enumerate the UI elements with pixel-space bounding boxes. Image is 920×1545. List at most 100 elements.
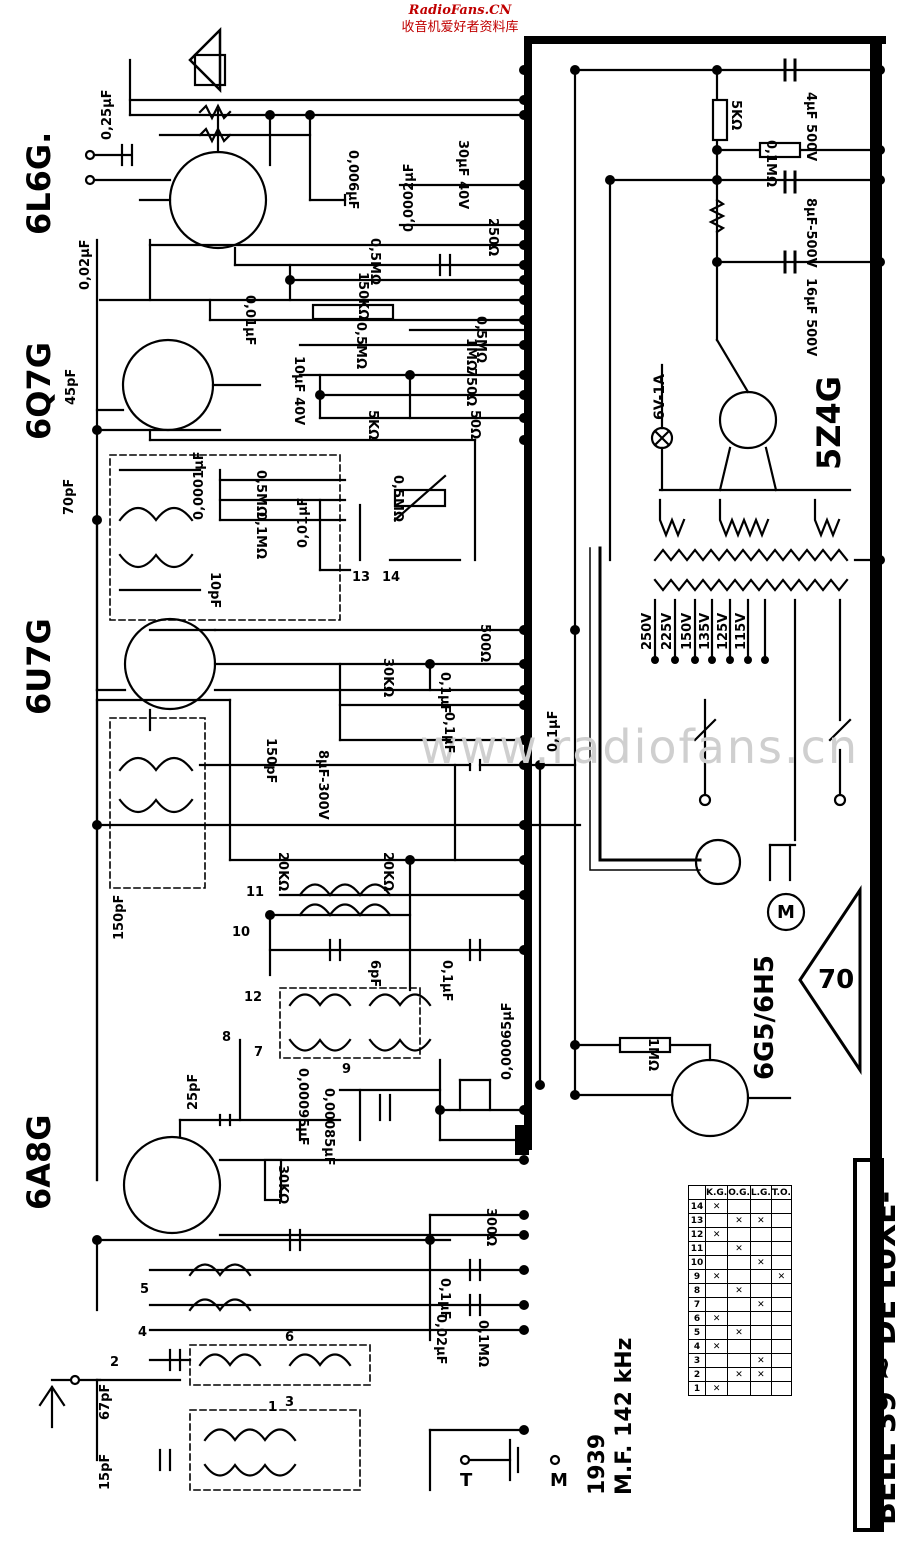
comp-45pf: 45pF bbox=[64, 368, 79, 405]
switch-num-4: 4 bbox=[138, 1325, 148, 1340]
comp-30uf-40v: 30µF 40V bbox=[455, 140, 470, 210]
col-label: 11 bbox=[688, 1241, 706, 1256]
col-label: 4 bbox=[688, 1339, 706, 1354]
comp-6pf: 6pF bbox=[367, 960, 382, 988]
comp-0-5m-e: 0,5MΩ bbox=[390, 475, 405, 523]
col-label: 12 bbox=[688, 1227, 706, 1242]
badge-number: 70 bbox=[818, 965, 855, 995]
col-label: 5 bbox=[688, 1325, 706, 1340]
antenna-symbol bbox=[38, 1385, 66, 1429]
watermark: www.radiofans.cn bbox=[420, 720, 860, 774]
comp-0-1m-c: 0,1MΩ bbox=[475, 1320, 490, 1368]
tap-150v: 150V bbox=[680, 612, 695, 650]
comp-150pf-b: 150pF bbox=[112, 894, 127, 940]
comp-50ohm: 50Ω bbox=[467, 410, 482, 440]
rf-coil-box bbox=[189, 1344, 371, 1386]
comp-250ohm: 250Ω bbox=[485, 218, 500, 257]
switch-num-5: 5 bbox=[140, 1282, 150, 1297]
comp-150pf-a: 150pF bbox=[263, 738, 278, 784]
switch-num-14: 14 bbox=[382, 570, 401, 585]
junction-dots bbox=[92, 65, 885, 1435]
osc-coil-box bbox=[279, 987, 421, 1059]
switch-num-8: 8 bbox=[222, 1030, 232, 1045]
tube-6Q7G-symbol bbox=[121, 338, 215, 432]
ground-m: M bbox=[550, 1470, 568, 1491]
tap-225v: 225V bbox=[660, 612, 675, 650]
comp-0-00065uf: 0,00065µF bbox=[500, 1002, 515, 1080]
site-name: RadioFans.CN bbox=[408, 3, 512, 18]
switch-num-13: 13 bbox=[352, 570, 371, 585]
row-label: O.G. bbox=[727, 1185, 751, 1200]
comp-150k: 150KΩ bbox=[355, 272, 370, 321]
comp-1m-b: 1MΩ bbox=[645, 1038, 660, 1072]
col-label: 8 bbox=[688, 1283, 706, 1298]
switch-num-1: 1 bbox=[268, 1400, 278, 1415]
col-label: 14 bbox=[688, 1199, 706, 1214]
switch-num-2: 2 bbox=[110, 1355, 120, 1370]
comp-8uf-500v: 8µF-500V bbox=[803, 198, 818, 268]
if-transformer-1 bbox=[109, 717, 206, 889]
col-label: 7 bbox=[688, 1297, 706, 1312]
switch-num-12: 12 bbox=[244, 990, 263, 1005]
row-label: T.O. bbox=[770, 1185, 792, 1200]
comp-20k-b: 20KΩ bbox=[380, 852, 395, 892]
col-label: 6 bbox=[688, 1311, 706, 1326]
col-label: 2 bbox=[688, 1367, 706, 1382]
tube-5Z4G-symbol bbox=[718, 390, 778, 450]
comp-0-1uf-c: 0,1µF bbox=[546, 710, 561, 752]
year-label: 1939 bbox=[585, 1433, 610, 1495]
tube-label-6L6G: 6L6G. bbox=[20, 131, 58, 235]
tap-250v: 250V bbox=[640, 612, 655, 650]
switch-matrix: K.G. O.G. L.G. T.O. 14✕ 13✕✕ 12✕ 11✕ 10✕… bbox=[688, 1185, 798, 1485]
tube-label-6A8G: 6A8G bbox=[20, 1114, 58, 1210]
switch-num-7: 7 bbox=[254, 1045, 264, 1060]
comp-15pf: 15pF bbox=[98, 1453, 113, 1490]
motor-symbol bbox=[766, 892, 806, 932]
comp-0-00095uf: 0,00095µF bbox=[295, 1068, 310, 1146]
tube-6U7G-symbol bbox=[123, 617, 217, 711]
comp-20k-a: 20KΩ bbox=[275, 852, 290, 892]
tube-6L6G-symbol bbox=[168, 150, 268, 250]
comp-300ohm: 300Ω bbox=[483, 1208, 498, 1247]
comp-0-1m-b: 0,1MΩ bbox=[253, 512, 268, 560]
col-label: 10 bbox=[688, 1255, 706, 1270]
site-header: RadioFans.CN 收音机爱好者资料库 bbox=[360, 2, 560, 36]
col-label: 9 bbox=[688, 1269, 706, 1284]
comp-0-1m: 0,1MΩ bbox=[763, 140, 778, 188]
mf-label: M.F. 142 kHz bbox=[612, 1337, 637, 1496]
transformer-top bbox=[653, 548, 849, 562]
comp-8uf-300v: 8µF-300V bbox=[315, 750, 330, 820]
badge-triangle bbox=[798, 885, 862, 1075]
comp-0-5m-b: 0,5MΩ bbox=[353, 322, 368, 370]
antenna-coil-box bbox=[189, 1409, 361, 1491]
tube-label-6Q7G: 6Q7G bbox=[20, 342, 58, 440]
comp-10uf-40v: 10µF 40V bbox=[291, 356, 306, 426]
switch-num-3: 3 bbox=[285, 1395, 295, 1410]
switch-num-11: 11 bbox=[246, 885, 265, 900]
comp-0-1uf-a: 0,1µF bbox=[437, 672, 452, 714]
switch-num-10: 10 bbox=[232, 925, 251, 940]
switch-num-9: 9 bbox=[342, 1062, 352, 1077]
tap-135v: 135V bbox=[698, 612, 713, 650]
comp-0-01uf-b: 0,01µF bbox=[296, 497, 311, 548]
comp-0-02uf-b: 0,02µF bbox=[433, 1314, 448, 1365]
col-label: 3 bbox=[688, 1353, 706, 1368]
comp-0-25uf: 0,25µF bbox=[100, 89, 115, 140]
comp-67pf: 67pF bbox=[98, 1383, 113, 1420]
comp-0-0002uf: 0,0002µF bbox=[402, 163, 417, 232]
site-subtitle: 收音机爱好者资料库 bbox=[401, 20, 519, 35]
comp-16uf-500v: 16µF 500V bbox=[803, 278, 818, 357]
comp-70pf: 70pF bbox=[62, 478, 77, 515]
comp-0-01uf: 0,01µF bbox=[242, 295, 257, 346]
tap-115v: 115V bbox=[734, 612, 749, 650]
comp-0-1uf-d: 0,1µF bbox=[439, 960, 454, 1002]
comp-1m: 1MΩ bbox=[463, 338, 478, 372]
comp-30k: 30KΩ bbox=[380, 658, 395, 698]
main-bus bbox=[524, 40, 532, 1150]
if-transformer-2 bbox=[109, 454, 341, 621]
comp-0-00085uf: 0,00085µF bbox=[321, 1088, 336, 1166]
tube-label-5Z4G: 5Z4G bbox=[810, 376, 848, 470]
switch-num-6: 6 bbox=[285, 1330, 295, 1345]
row-label: L.G. bbox=[749, 1185, 772, 1200]
